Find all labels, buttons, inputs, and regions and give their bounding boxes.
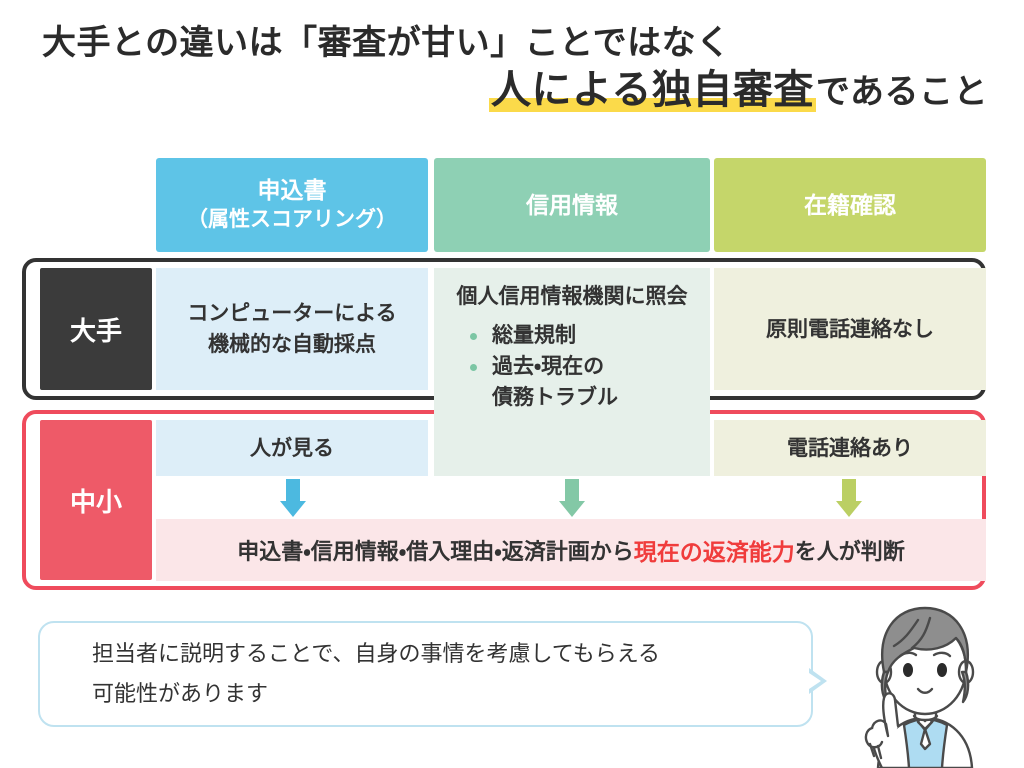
- column-header-employment: 在籍確認: [714, 158, 986, 252]
- page-title: 大手との違いは「審査が甘い」ことではなく 人による独自審査であること: [0, 20, 1024, 116]
- cell-minor-employment: 電話連絡あり: [714, 420, 986, 476]
- cell-major-employment-text: 原則電話連絡なし: [766, 317, 934, 341]
- arrow-employment-icon: [836, 479, 862, 517]
- pointing-woman-illustration: [864, 606, 975, 768]
- column-header-credit: 信用情報: [434, 158, 710, 252]
- cell-major-employment: 原則電話連絡なし: [714, 268, 986, 390]
- cell-major-application-text: コンピューターによる 機械的な自動採点: [187, 302, 397, 356]
- row-label-major: 大手: [40, 268, 152, 390]
- cell-minor-application-text: 人が見る: [250, 436, 334, 460]
- cell-credit-bullet-list: 総量規制 過去・現在の 債務トラブル: [470, 320, 618, 413]
- summary-prefix: 申込書・信用情報・借入理由・返済計画から: [237, 539, 634, 564]
- summary-suffix: を人が判断: [794, 539, 905, 564]
- column-header-application-sublabel: （属性スコアリング）: [187, 208, 397, 231]
- table-column-headers: 申込書 （属性スコアリング） 信用情報 在籍確認: [0, 158, 1024, 252]
- row-label-minor: 中小: [40, 420, 152, 580]
- cell-credit-heading: 個人信用情報機関に照会: [456, 285, 688, 308]
- arrow-application-icon: [280, 479, 306, 517]
- title-highlight: 人による独自審査: [489, 68, 816, 112]
- column-header-credit-label: 信用情報: [526, 192, 618, 218]
- title-line-2: 人による独自審査であること: [0, 66, 1024, 116]
- column-header-application: 申込書 （属性スコアリング）: [156, 158, 428, 252]
- callout-tail-inner: [806, 671, 821, 691]
- minor-row-summary: 申込書・信用情報・借入理由・返済計画から現在の返済能力を人が判断: [156, 519, 986, 581]
- cell-minor-employment-text: 電話連絡あり: [787, 436, 913, 460]
- column-header-application-label: 申込書: [257, 177, 327, 203]
- cell-minor-application: 人が見る: [156, 420, 428, 476]
- summary-emphasis: 現在の返済能力: [633, 539, 795, 565]
- callout-box: 担当者に説明することで、自身の事情を考慮してもらえる 可能性があります: [38, 621, 813, 727]
- arrow-credit-icon: [559, 479, 585, 517]
- callout-text: 担当者に説明することで、自身の事情を考慮してもらえる 可能性があります: [92, 634, 660, 714]
- callout-line-2: 可能性があります: [92, 681, 269, 706]
- cell-major-application: コンピューターによる 機械的な自動採点: [156, 268, 428, 390]
- callout-line-1: 担当者に説明することで、自身の事情を考慮してもらえる: [92, 641, 661, 666]
- cell-credit-bullet-1: 総量規制: [470, 320, 618, 351]
- cell-credit-bullet-2: 過去・現在の 債務トラブル: [470, 351, 618, 413]
- title-line-1: 大手との違いは「審査が甘い」ことではなく: [42, 24, 731, 62]
- cell-credit-span: 個人信用情報機関に照会 総量規制 過去・現在の 債務トラブル: [434, 268, 710, 476]
- column-header-employment-label: 在籍確認: [804, 192, 896, 218]
- title-tail: であること: [815, 73, 988, 111]
